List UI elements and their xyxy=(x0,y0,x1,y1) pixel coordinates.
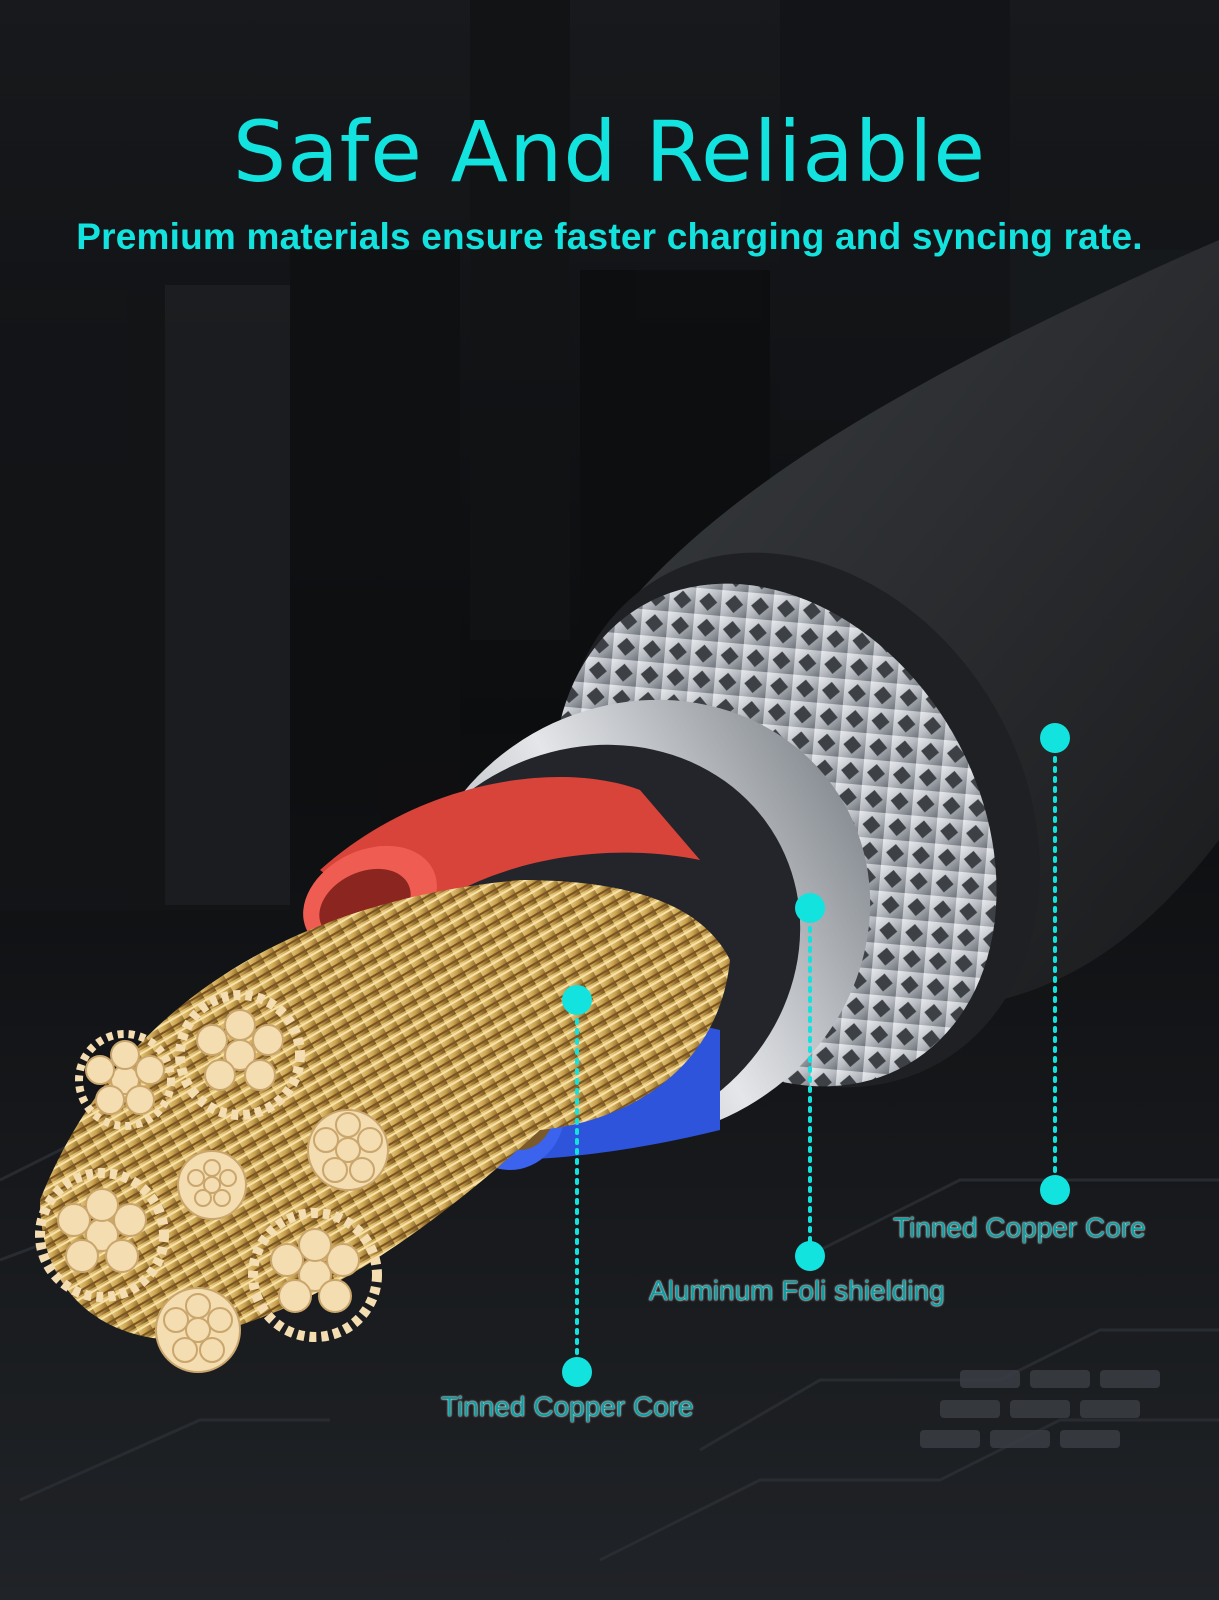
copper-strand-bundle xyxy=(40,880,730,1340)
callout-leader-shield xyxy=(795,893,825,1271)
headline: Safe And Reliable xyxy=(232,103,987,201)
callout-label-aluminum-foil-shielding: Aluminum Foli shielding xyxy=(649,1275,945,1306)
callout-leader-inner xyxy=(562,985,592,1387)
callout-leader-outer xyxy=(1040,723,1070,1205)
strand-cross-sections xyxy=(35,990,389,1373)
callout-label-tinned-copper-core-inner: Tinned Copper Core xyxy=(441,1391,694,1422)
callout-label-tinned-copper-core-outer: Tinned Copper Core xyxy=(893,1212,1146,1243)
subheadline: Premium materials ensure faster charging… xyxy=(76,216,1143,257)
